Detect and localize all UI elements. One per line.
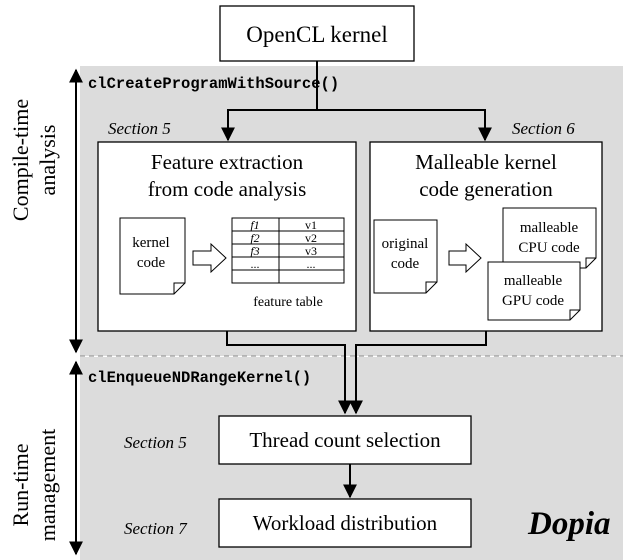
workload-box	[218, 498, 472, 548]
value-cell-ellipsis: ...	[307, 257, 316, 271]
feature-cell-ellipsis: ...	[251, 257, 260, 271]
kernel-code-fold	[173, 282, 185, 294]
value-cell-v3: v3	[305, 244, 317, 258]
kernel-code-label-1: kernel	[132, 235, 169, 251]
original-code-label-2: code	[391, 256, 420, 272]
opencl-kernel-box	[219, 5, 415, 62]
feature-table	[231, 217, 345, 284]
malleable-cpu-fold	[585, 257, 596, 268]
feature-cell-f3: f3	[250, 244, 259, 258]
workload-label: Workload distribution	[253, 511, 438, 535]
codegen-hollow-arrow	[448, 242, 482, 274]
code-generation-subtitle: code generation	[419, 177, 553, 201]
malleable-gpu-label-1: malleable	[504, 273, 563, 289]
dopia-brand: Dopia	[527, 506, 611, 542]
enqueue-kernel-call: clEnqueueNDRangeKernel()	[88, 369, 311, 387]
kernel-code-label-2: code	[137, 255, 166, 271]
run-time-label: Run-time	[8, 443, 33, 526]
feature-hollow-arrow	[192, 242, 227, 274]
feature-extraction-subtitle: from code analysis	[148, 177, 307, 201]
compile-time-sublabel: analysis	[35, 125, 60, 196]
malleable-gpu-document	[487, 261, 581, 321]
section-label-codegen: Section 6	[512, 119, 575, 138]
thread-count-label: Thread count selection	[249, 428, 441, 452]
malleable-cpu-label-2: CPU code	[518, 240, 580, 256]
feature-cell-f2: f2	[250, 231, 259, 245]
kernel-code-document	[119, 217, 186, 295]
section-label-thread: Section 5	[124, 433, 187, 452]
value-cell-v1: v1	[305, 218, 317, 232]
feature-cell-f1: f1	[250, 218, 259, 232]
merge-line-right	[355, 331, 487, 400]
feature-table-caption: feature table	[253, 295, 323, 310]
section-label-feature: Section 5	[108, 119, 171, 138]
merge-line-left	[226, 331, 346, 400]
run-time-sublabel: management	[35, 429, 60, 541]
code-generation-title: Malleable kernel	[415, 150, 557, 174]
malleable-cpu-document	[502, 207, 597, 269]
original-code-label-1: original	[382, 236, 429, 252]
thread-count-box	[218, 415, 472, 465]
original-code-fold	[425, 281, 437, 293]
malleable-gpu-label-2: GPU code	[502, 293, 564, 309]
create-program-call: clCreateProgramWithSource()	[88, 75, 339, 93]
value-cell-v2: v2	[305, 231, 317, 245]
malleable-gpu-fold	[569, 309, 580, 320]
compile-time-label: Compile-time	[8, 99, 33, 221]
feature-extraction-title: Feature extraction	[151, 150, 304, 174]
section-label-workload: Section 7	[124, 519, 188, 538]
opencl-kernel-label: OpenCL kernel	[246, 22, 388, 47]
original-code-document	[373, 219, 438, 294]
malleable-cpu-label-1: malleable	[520, 220, 579, 236]
compile-branch-line	[227, 109, 486, 127]
